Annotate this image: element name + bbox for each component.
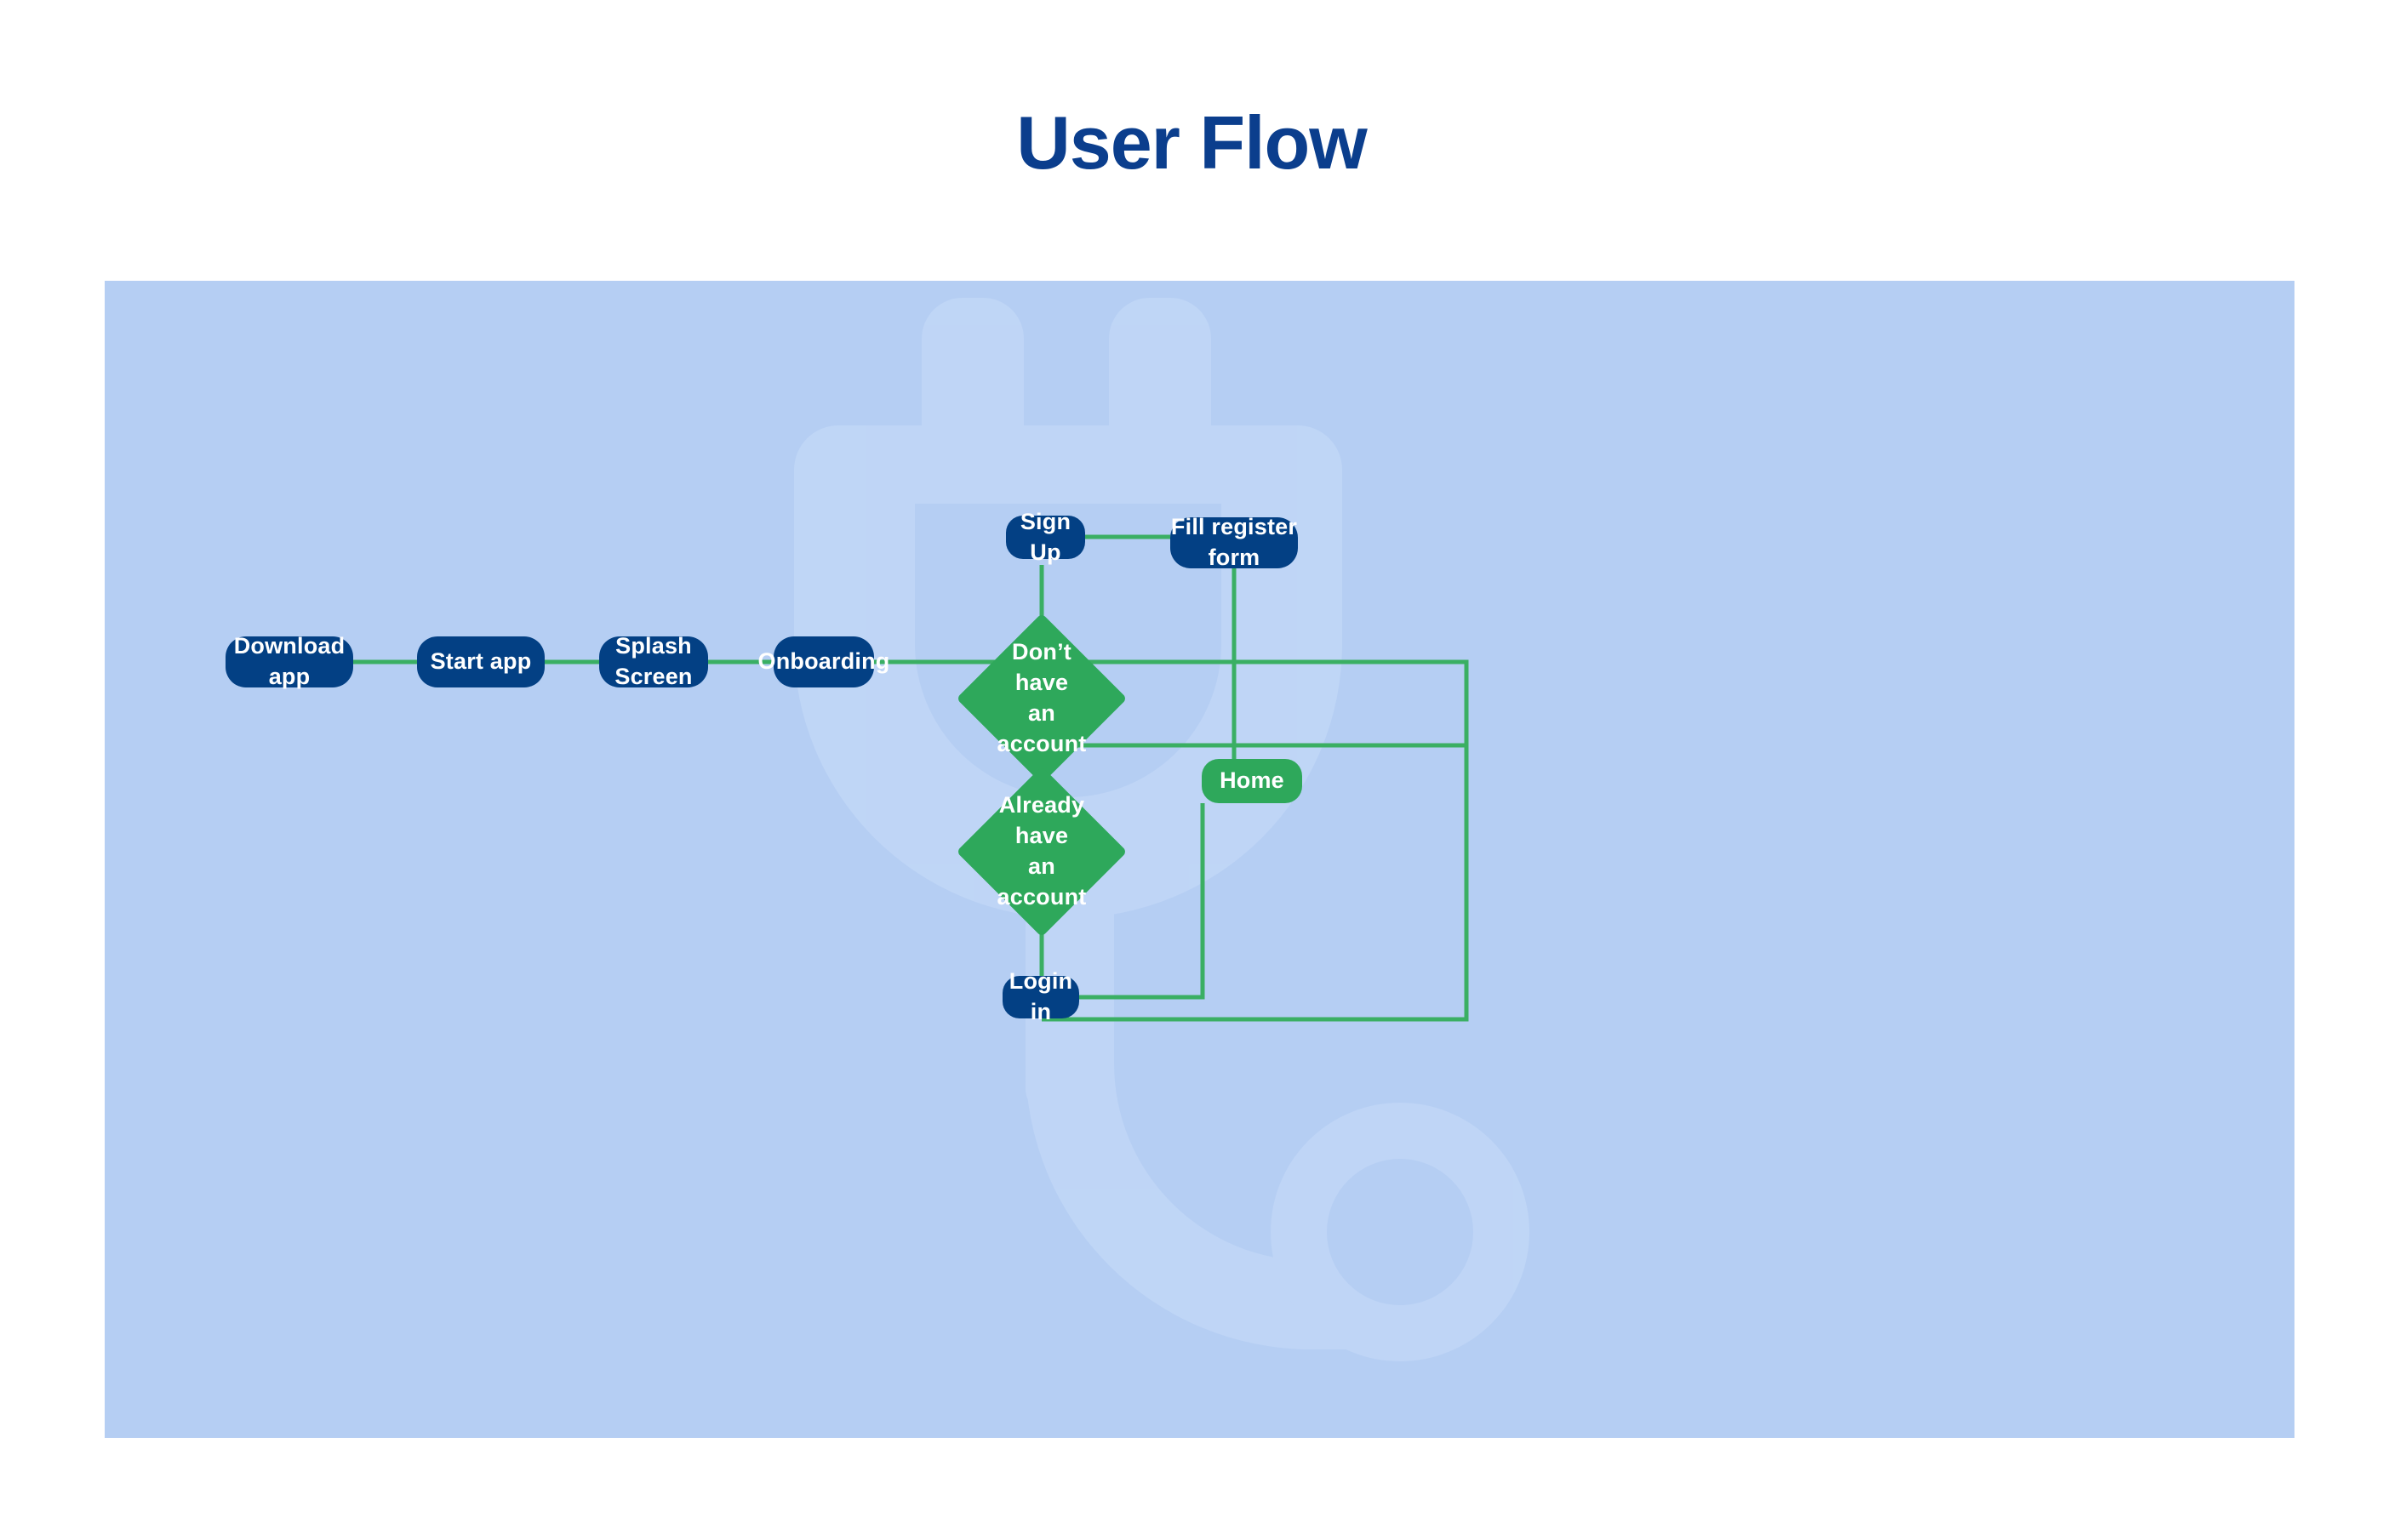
node-label-line1: Don’t have [1012, 639, 1071, 696]
node-label: Start app [430, 648, 532, 675]
node-dont-have-account[interactable]: Don’t have an account [956, 613, 1128, 784]
node-label-wrapper: Already have an account [981, 790, 1102, 913]
node-label-line2: an account [997, 700, 1087, 756]
node-splash-screen[interactable]: Splash Screen [599, 633, 708, 689]
node-label: Fill register form [1170, 514, 1298, 570]
node-label: Download app [233, 633, 346, 689]
node-label: Login in [1009, 968, 1073, 1024]
node-start-app[interactable]: Start app [417, 636, 545, 687]
node-label-line2: an account [997, 853, 1087, 910]
node-home[interactable]: Home [1202, 759, 1302, 803]
plug-watermark-icon [794, 298, 1529, 1361]
node-sign-up[interactable]: Sign Up [1006, 509, 1085, 565]
node-label: Home [1220, 767, 1284, 794]
node-onboarding[interactable]: Onboarding [758, 636, 889, 687]
node-login-in[interactable]: Login in [1003, 968, 1079, 1024]
node-label-line1: Already have [998, 792, 1085, 849]
node-label: Onboarding [757, 648, 890, 675]
node-fill-register-form[interactable]: Fill register form [1170, 514, 1298, 570]
diagram-panel: Download app Start app Splash Screen Onb… [105, 281, 2294, 1438]
node-label: Sign Up [1020, 508, 1071, 565]
node-label: Splash Screen [614, 633, 693, 689]
connector-lines [353, 534, 1469, 1022]
node-download-app[interactable]: Download app [226, 633, 353, 689]
page-title: User Flow [1016, 100, 1368, 185]
node-already-have-account[interactable]: Already have an account [956, 766, 1128, 938]
node-label-wrapper: Don’t have an account [981, 637, 1102, 760]
